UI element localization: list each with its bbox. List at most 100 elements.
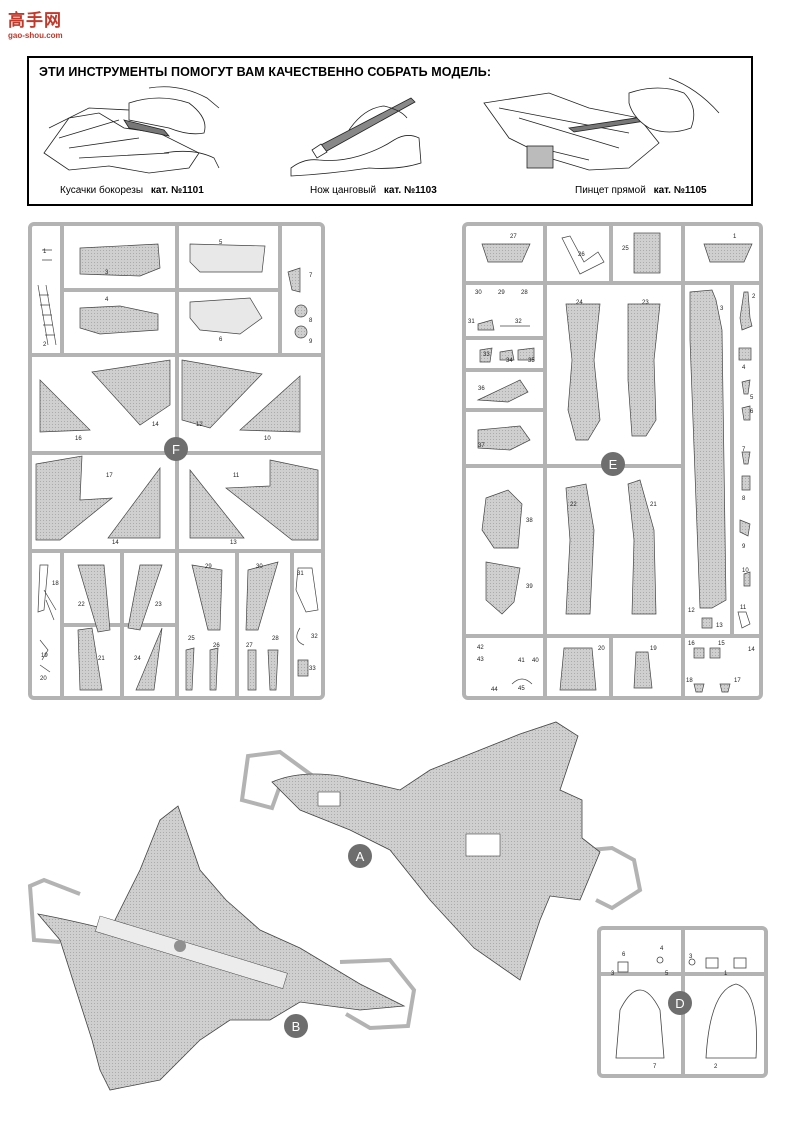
label-F-30: 30 — [256, 564, 263, 570]
label-E-6: 6 — [750, 409, 754, 415]
label-F-3: 3 — [105, 270, 109, 276]
label-F-13: 13 — [230, 540, 237, 546]
part-E8 — [741, 475, 751, 491]
label-E-14: 14 — [748, 647, 755, 653]
part-F8 — [294, 304, 308, 318]
part-E16 — [693, 647, 705, 659]
label-F-25: 25 — [188, 636, 195, 642]
label-E-25: 25 — [622, 246, 629, 252]
label-E-10: 10 — [742, 568, 749, 574]
part-D4 — [656, 956, 664, 964]
label-E-40: 40 — [532, 658, 539, 664]
part-F9 — [294, 325, 308, 339]
label-E-45: 45 — [518, 686, 525, 692]
label-E-42: 42 — [477, 645, 484, 651]
badge-B-letter: B — [292, 1019, 301, 1034]
part-F6 — [189, 297, 263, 335]
label-F-18: 18 — [52, 581, 59, 587]
part-E2 — [739, 291, 753, 331]
part-B-center-dot — [174, 940, 186, 952]
badge-F-letter: F — [172, 442, 180, 457]
part-F-ladder1 — [42, 249, 52, 261]
label-D-5: 5 — [665, 971, 669, 977]
sprue-F-labels: 1 2 3 4 5 6 7 8 9 10 11 12 13 14 14 16 1… — [40, 240, 318, 682]
label-E-17: 17 — [734, 678, 741, 684]
label-D-7: 7 — [653, 1064, 657, 1070]
label-E-27: 27 — [510, 234, 517, 240]
label-E-39: 39 — [526, 584, 533, 590]
label-F-31: 31 — [297, 571, 304, 577]
label-E-2: 2 — [752, 294, 756, 300]
part-F5 — [189, 243, 266, 273]
nippers-illustration — [43, 86, 220, 174]
label-F-26: 26 — [213, 643, 220, 649]
label-E-11: 11 — [740, 605, 747, 611]
label-E-37: 37 — [478, 443, 485, 449]
tool-caption-nippers: Кусачки бокорезы кат. №1101 — [60, 185, 204, 196]
label-F-6: 6 — [219, 337, 223, 343]
label-E-18: 18 — [686, 678, 693, 684]
part-D7 — [615, 989, 665, 1059]
label-E-21: 21 — [650, 502, 657, 508]
badge-D: D — [668, 991, 692, 1015]
watermark-url: gao-shou.com — [8, 31, 63, 40]
badge-E: E — [601, 452, 625, 476]
part-E38 — [481, 489, 523, 549]
label-F-4: 4 — [105, 297, 109, 303]
label-E-13: 13 — [716, 623, 723, 629]
part-E15 — [709, 647, 721, 659]
sprue-E — [462, 222, 763, 700]
sprue-E-parts — [476, 232, 753, 693]
part-E4 — [738, 347, 752, 361]
label-F-2: 2 — [43, 342, 47, 348]
label-E-4: 4 — [742, 365, 746, 371]
label-F-14a: 14 — [152, 422, 159, 428]
tweezers-illustration — [483, 77, 720, 171]
label-D-3a: 3 — [611, 971, 615, 977]
label-E-31: 31 — [468, 319, 475, 325]
label-E-22: 22 — [570, 502, 577, 508]
part-E7 — [741, 451, 751, 465]
label-E-28: 28 — [521, 290, 528, 296]
part-E36 — [476, 379, 529, 403]
label-E-7: 7 — [742, 447, 746, 453]
sprue-D-parts — [615, 956, 757, 1059]
label-F-16: 16 — [75, 436, 82, 442]
label-F-5: 5 — [219, 240, 223, 246]
label-F-10: 10 — [264, 436, 271, 442]
part-D6 — [617, 961, 629, 973]
part-E5 — [741, 379, 751, 395]
sprue-F-parts — [35, 243, 319, 691]
part-F7 — [287, 267, 301, 293]
part-E13 — [701, 617, 713, 629]
tools-title: ЭТИ ИНСТРУМЕНТЫ ПОМОГУТ ВАМ КАЧЕСТВЕННО … — [39, 65, 492, 79]
part-B-lower-fuselage — [36, 805, 406, 1091]
part-F26 — [209, 647, 219, 691]
part-F-ladder2 — [37, 284, 57, 346]
part-F14a — [91, 359, 171, 426]
label-F-32: 32 — [311, 634, 318, 640]
badge-D-letter: D — [675, 996, 684, 1011]
label-E-43: 43 — [477, 657, 484, 663]
label-E-24: 24 — [576, 300, 583, 306]
label-F-29: 29 — [205, 564, 212, 570]
part-E21 — [627, 479, 657, 615]
label-E-3: 3 — [720, 306, 724, 312]
label-F-22: 22 — [78, 602, 85, 608]
part-F33 — [297, 659, 309, 677]
part-E3 — [689, 289, 727, 609]
tool-cat-nippers: кат. №1101 — [150, 185, 204, 196]
badge-A-letter: A — [356, 849, 365, 864]
part-E31 — [477, 319, 495, 331]
label-F-20: 20 — [40, 676, 47, 682]
badge-F: F — [164, 437, 188, 461]
part-F13 — [189, 468, 245, 539]
label-E-36: 36 — [478, 386, 485, 392]
label-F-19: 19 — [41, 653, 48, 659]
watermark: 高手网 gao-shou.com — [8, 6, 63, 40]
label-E-5: 5 — [750, 395, 754, 401]
label-D-3b: 3 — [689, 954, 693, 960]
badge-A: A — [348, 844, 372, 868]
part-D3 — [688, 958, 696, 966]
label-E-9: 9 — [742, 544, 746, 550]
